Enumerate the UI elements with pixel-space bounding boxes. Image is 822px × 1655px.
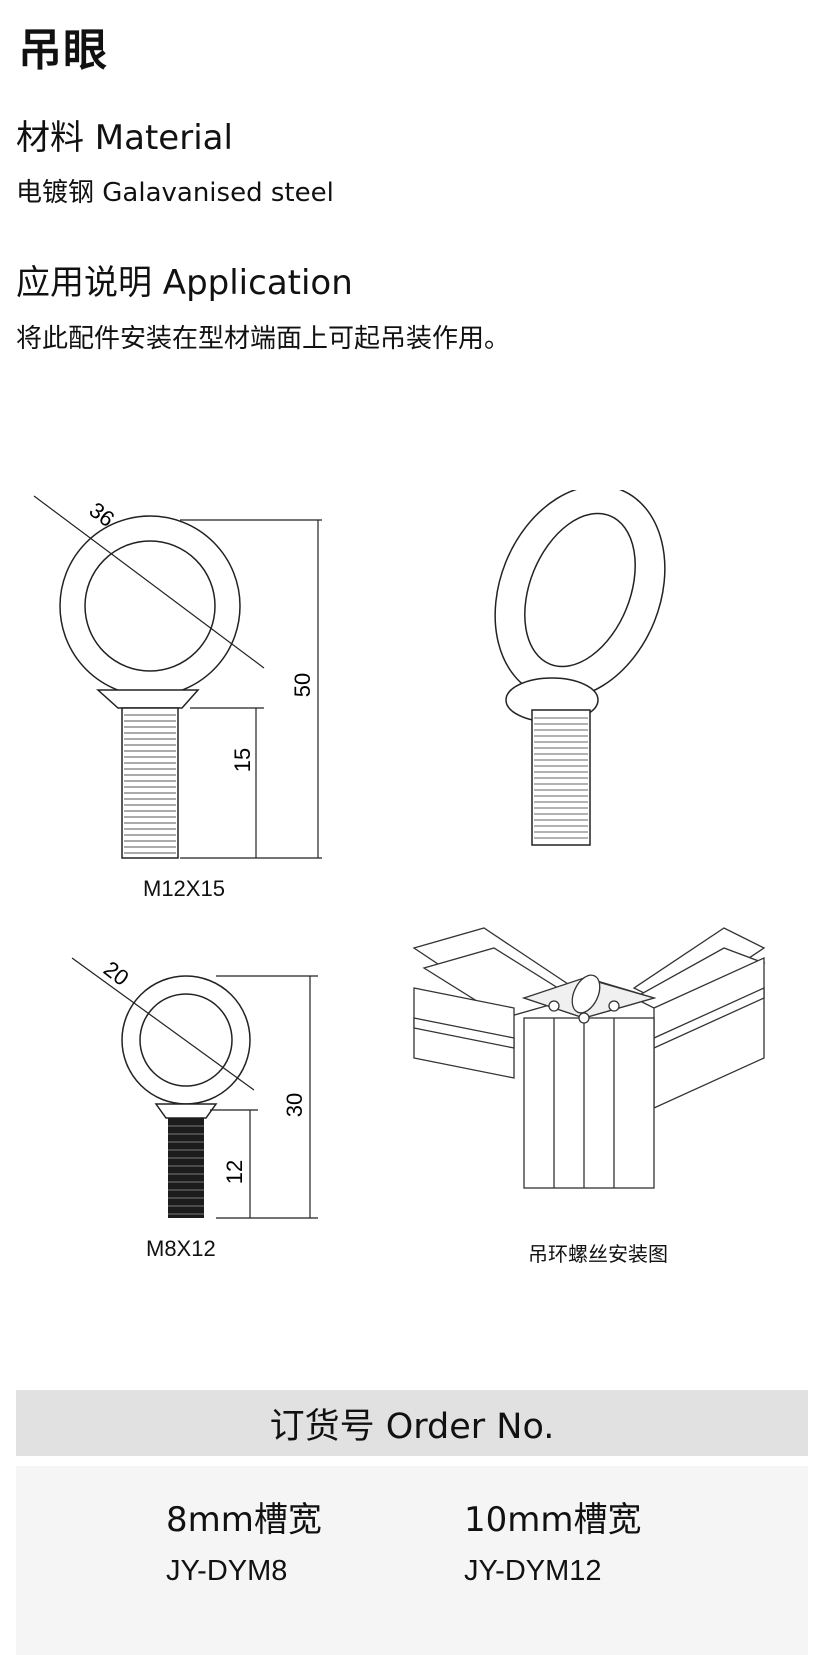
small-thread-label: 12 <box>222 1160 247 1184</box>
page-title: 吊眼 <box>18 25 108 76</box>
large-height-label: 50 <box>290 673 315 697</box>
part-number: JY-DYM12 <box>464 1555 602 1587</box>
order-table: 8mm槽宽 JY-DYM8 10mm槽宽 JY-DYM12 <box>16 1466 808 1655</box>
order-column-10mm: 10mm槽宽 JY-DYM12 <box>464 1492 642 1588</box>
order-heading: 订货号 Order No. <box>269 1406 555 1447</box>
eye-bolt-m12-drawing: 36 50 15 <box>33 495 322 859</box>
installation-drawing <box>412 927 766 1189</box>
part-number: JY-DYM8 <box>166 1555 288 1587</box>
eye-outer-ring <box>59 515 241 697</box>
application-heading: 应用说明 Application <box>16 263 353 303</box>
material-heading: 材料 Material <box>16 118 233 158</box>
eye-bolt-3d-sketch <box>494 490 666 846</box>
small-diameter-label: 20 <box>99 956 134 991</box>
large-diameter-label: 36 <box>85 497 120 532</box>
order-header: 订货号 Order No. <box>16 1390 808 1456</box>
installation-caption: 吊环螺丝安装图 <box>528 1242 668 1266</box>
eye-inner-ring <box>84 540 216 672</box>
large-thread-label: 15 <box>230 748 255 772</box>
slot-width-label: 8mm槽宽 <box>166 1500 322 1540</box>
small-bolt-spec: M8X12 <box>146 1236 216 1261</box>
small-height-label: 30 <box>282 1093 307 1117</box>
material-value: 电镀钢 Galavanised steel <box>16 178 334 208</box>
order-column-8mm: 8mm槽宽 JY-DYM8 <box>166 1492 322 1588</box>
eye-bolt-m8-drawing: 20 30 12 <box>71 956 318 1219</box>
slot-width-label: 10mm槽宽 <box>464 1500 642 1540</box>
application-text: 将此配件安装在型材端面上可起吊装作用。 <box>16 324 511 354</box>
large-bolt-spec: M12X15 <box>143 876 225 901</box>
